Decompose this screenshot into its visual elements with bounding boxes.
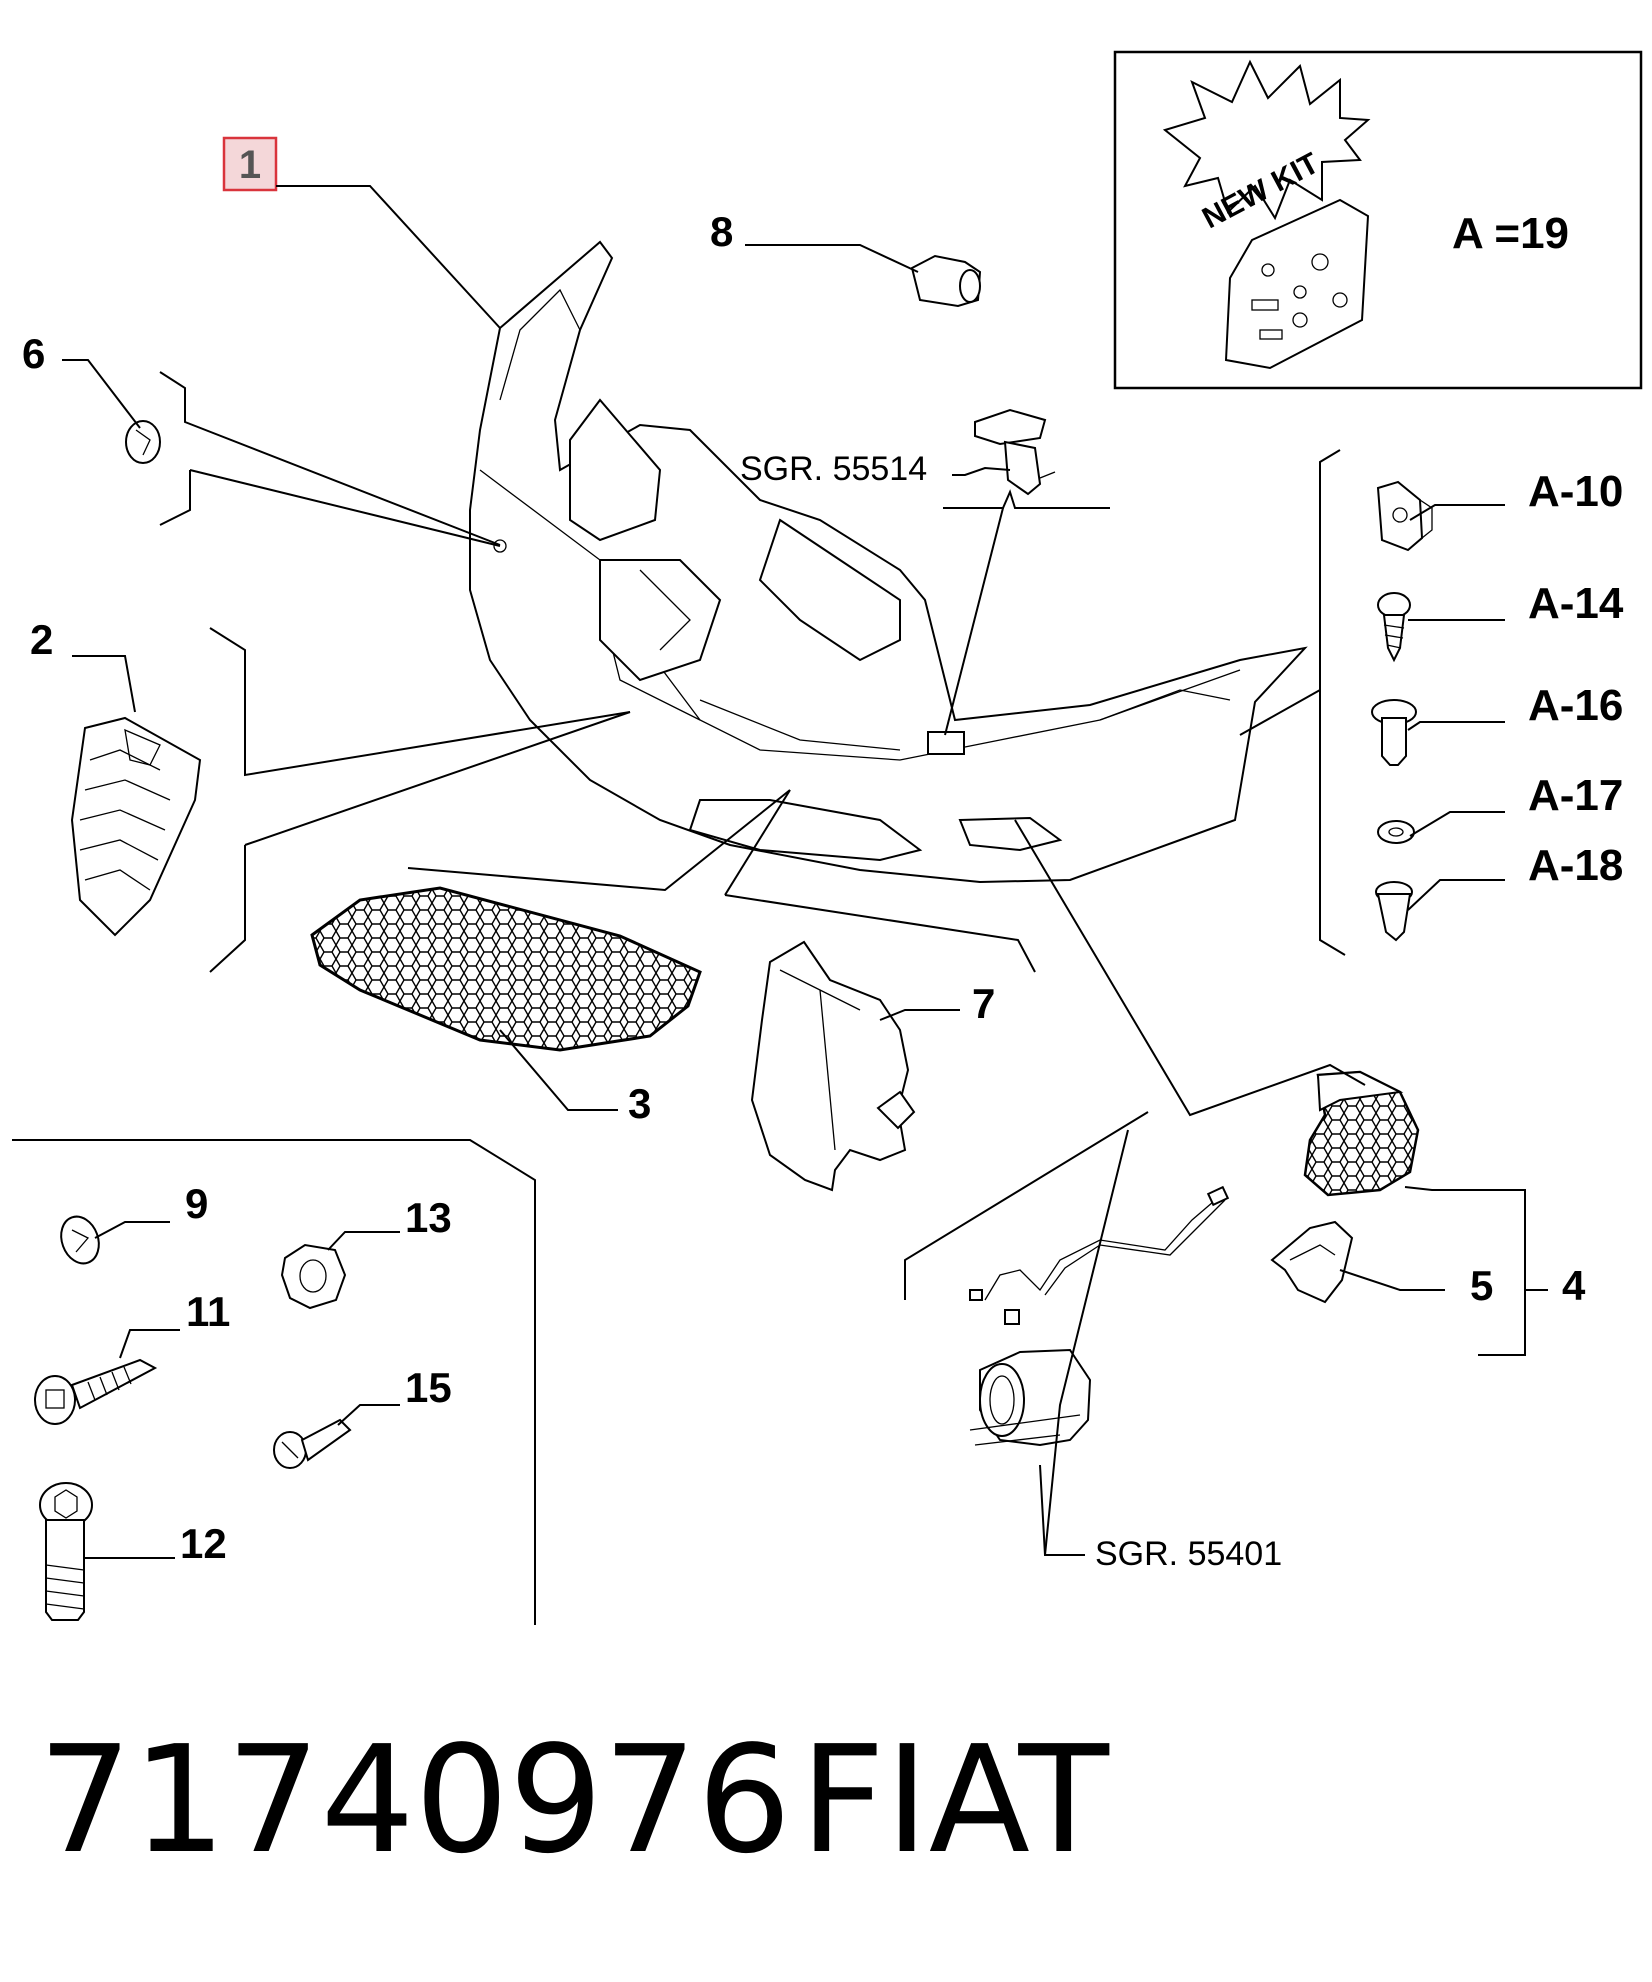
new-kit-starburst-icon bbox=[1162, 59, 1371, 221]
a14-screw-icon bbox=[1377, 592, 1411, 663]
callout-9: 9 bbox=[185, 1180, 208, 1227]
part-4-fog-grille bbox=[1303, 1070, 1420, 1197]
a16-rivet-icon bbox=[1371, 699, 1417, 766]
callout-4: 4 bbox=[1562, 1262, 1586, 1309]
callout-1-highlight[interactable]: 1 bbox=[222, 136, 278, 192]
callout-12: 12 bbox=[180, 1520, 227, 1567]
callout-1: 1 bbox=[239, 143, 261, 187]
bumper-shell bbox=[469, 240, 1308, 884]
callout-11: 11 bbox=[186, 1288, 230, 1335]
a17-washer-icon bbox=[1377, 820, 1415, 844]
callout-a16: A-16 bbox=[1528, 681, 1623, 730]
callout-a17: A-17 bbox=[1528, 771, 1623, 820]
part-7-air-duct bbox=[750, 940, 916, 1192]
callout-6: 6 bbox=[22, 330, 45, 377]
part-15-bolt-icon bbox=[273, 1418, 352, 1469]
a18-grommet-icon bbox=[1375, 881, 1413, 942]
part-11-screw-icon bbox=[34, 1358, 158, 1425]
callout-2: 2 bbox=[30, 616, 53, 663]
callout-15: 15 bbox=[405, 1364, 452, 1411]
callout-a18: A-18 bbox=[1528, 841, 1623, 890]
part-number: 71740976 bbox=[38, 1714, 792, 1886]
fastener-column bbox=[1239, 449, 1505, 956]
part-8-plug bbox=[910, 254, 982, 308]
callout-8: 8 bbox=[710, 208, 733, 255]
part-9-clip-icon bbox=[60, 1215, 100, 1265]
kit-bag-icon bbox=[1224, 198, 1370, 370]
a10-clip-icon bbox=[1376, 480, 1433, 552]
callout-a10: A-10 bbox=[1528, 467, 1623, 516]
callout-a14: A-14 bbox=[1528, 579, 1624, 628]
callout-7: 7 bbox=[972, 980, 995, 1027]
part-2-side-grille bbox=[70, 716, 202, 937]
callout-5: 5 bbox=[1470, 1262, 1493, 1309]
part-5-bracket bbox=[1270, 1220, 1354, 1304]
brand-name: FIAT bbox=[800, 1714, 1109, 1886]
sgr-reference-top[interactable]: SGR. 55514 bbox=[740, 450, 927, 488]
kit-box: NEW KIT A =19 bbox=[1113, 50, 1643, 390]
front-bumper-assembly bbox=[469, 240, 1308, 884]
kit-label: A =19 bbox=[1452, 209, 1569, 258]
part-3-mesh-grille bbox=[310, 886, 702, 1052]
part-13-nut-icon bbox=[280, 1243, 347, 1310]
washer-nozzle bbox=[974, 408, 1056, 496]
callout-13: 13 bbox=[405, 1194, 452, 1241]
callout-3: 3 bbox=[628, 1080, 651, 1127]
sgr-reference-bottom[interactable]: SGR. 55401 bbox=[1095, 1535, 1282, 1573]
part-12-socket-bolt-icon bbox=[39, 1482, 93, 1621]
part-6-cap bbox=[125, 420, 161, 464]
foglamp-with-harness bbox=[969, 1185, 1230, 1447]
